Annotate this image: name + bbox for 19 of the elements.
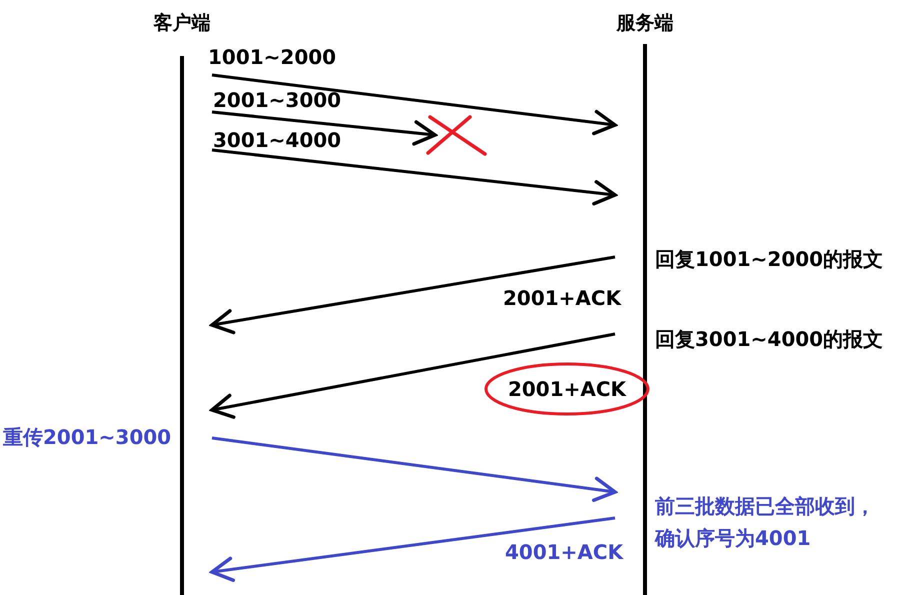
edge-label: 4001+ACK: [505, 540, 624, 564]
arrow: [210, 256, 616, 334]
edge-label: 2001+ACK: [503, 286, 622, 310]
arrow: [212, 110, 437, 146]
edge-label: 3001~4000: [213, 128, 342, 152]
annotation-text: 回复3001~4000的报文: [655, 326, 884, 353]
edge-label: 1001~2000: [208, 45, 336, 69]
arrow: [210, 516, 616, 582]
arrow: [212, 436, 617, 502]
arrow: [212, 74, 617, 136]
arrow: [210, 332, 616, 419]
edge-label: 2001~3000: [213, 88, 342, 112]
arrow: [212, 148, 617, 206]
participant-label: 服务端: [615, 11, 674, 36]
participant-label: 客户端: [152, 11, 212, 36]
annotation-text: 回复1001~2000的报文: [655, 246, 884, 273]
annotation-text: 前三批数据已全部收到，确认序号为4001: [655, 493, 876, 552]
annotation-text: 重传2001~3000: [3, 424, 172, 451]
ack-text: 2001+ACK: [508, 377, 626, 401]
